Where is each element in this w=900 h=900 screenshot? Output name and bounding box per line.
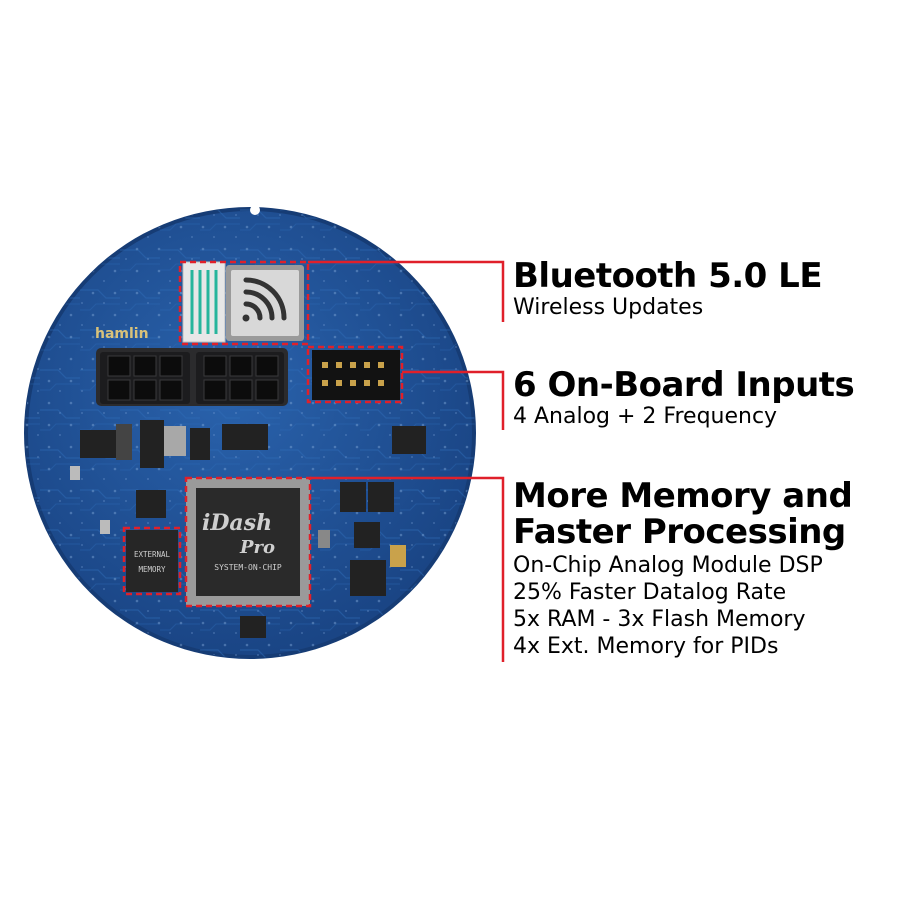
input-header	[312, 350, 400, 400]
power-connector	[96, 348, 288, 406]
chip-label: SYSTEM-ON-CHIP	[214, 563, 282, 572]
bluetooth-module	[182, 261, 304, 343]
soc-chip: iDash Pro SYSTEM-ON-CHIP	[186, 478, 310, 606]
wifi-icon	[242, 277, 287, 322]
chip-model: Pro	[239, 537, 275, 558]
callout-lines	[308, 260, 505, 662]
callout-heading: More Memory and Faster Processing	[513, 476, 853, 552]
svg-text:MEMORY: MEMORY	[138, 565, 166, 574]
callout-line: 4 Analog + 2 Frequency	[513, 404, 778, 429]
callout-bluetooth: Bluetooth 5.0 LE Wireless Updates	[513, 256, 823, 321]
chip-brand: iDash	[202, 510, 272, 536]
callout-heading: Bluetooth 5.0 LE	[513, 256, 823, 296]
callout-inputs: 6 On-Board Inputs 4 Analog + 2 Frequency	[513, 365, 855, 430]
callout-line: Wireless Updates	[513, 295, 704, 320]
highlight-boxes	[122, 260, 404, 608]
board-brand: hamlin	[95, 326, 149, 342]
external-memory-chip: EXTERNAL MEMORY	[126, 530, 178, 592]
callout-memory: More Memory and Faster Processing On-Chi…	[513, 476, 853, 660]
callout-line: 5x RAM - 3x Flash Memory	[513, 607, 806, 632]
callout-line: 4x Ext. Memory for PIDs	[513, 634, 779, 659]
svg-text:EXTERNAL: EXTERNAL	[134, 550, 171, 559]
callout-line: 25% Faster Datalog Rate	[513, 580, 787, 605]
callout-heading: 6 On-Board Inputs	[513, 365, 855, 405]
components	[70, 420, 426, 638]
callout-line: On-Chip Analog Module DSP	[513, 553, 823, 578]
